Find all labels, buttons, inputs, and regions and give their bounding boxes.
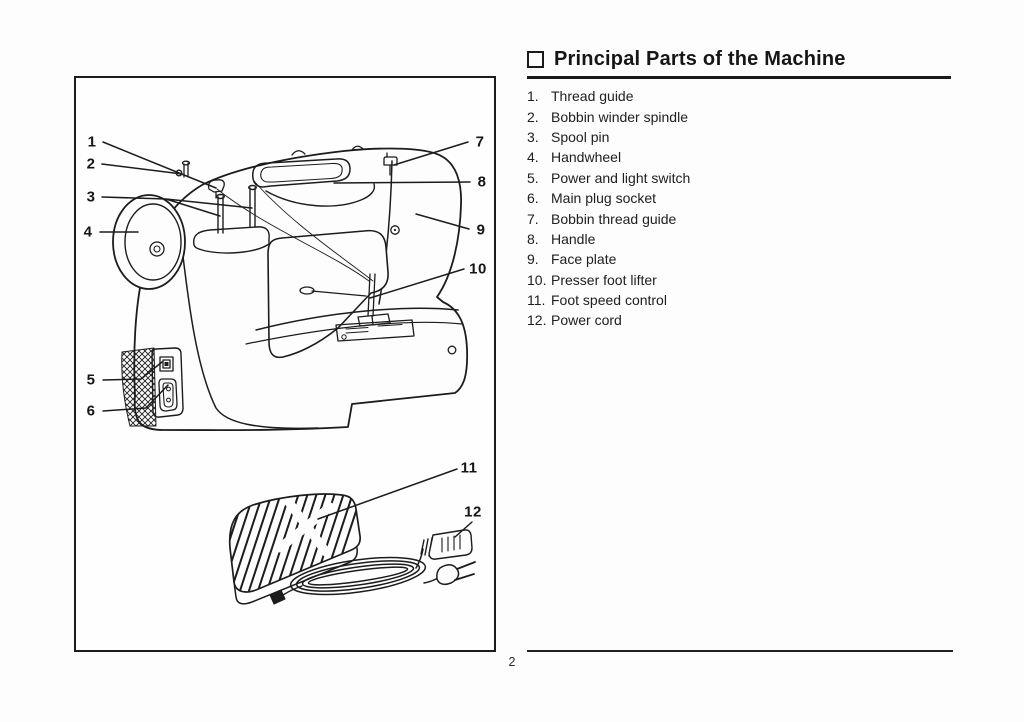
arm-opening <box>267 229 389 359</box>
list-item: 2. Bobbin winder spindle <box>527 106 827 126</box>
callout-3: 3 <box>86 188 96 206</box>
list-item: 9. Face plate <box>527 249 827 269</box>
wall-plug <box>436 561 476 586</box>
main-plug-socket <box>158 378 178 412</box>
item-label: Handle <box>551 230 596 247</box>
list-item: 5. Power and light switch <box>527 168 827 188</box>
item-label: Presser foot lifter <box>551 271 657 288</box>
list-item: 4. Handwheel <box>527 147 827 167</box>
list-item: 8. Handle <box>527 229 827 249</box>
list-item: 3. Spool pin <box>527 127 827 147</box>
item-number: 7. <box>527 210 539 227</box>
handwheel <box>112 194 186 290</box>
page-number: 2 <box>508 655 516 669</box>
item-label: Thread guide <box>551 88 634 105</box>
item-label: Power cord <box>551 312 622 329</box>
figure-box: 1 2 3 4 5 6 7 8 9 10 11 12 <box>74 76 496 652</box>
footer-rule <box>527 650 953 653</box>
callout-1: 1 <box>87 133 97 151</box>
item-label: Bobbin winder spindle <box>551 108 688 125</box>
item-number: 3. <box>527 128 539 145</box>
callout-10: 10 <box>469 260 487 278</box>
item-number: 9. <box>527 251 539 268</box>
power-cord <box>289 548 443 596</box>
item-number: 5. <box>527 169 539 186</box>
parts-list: 1. Thread guide 2. Bobbin winder spindle 3… <box>527 86 827 331</box>
item-label: Bobbin thread guide <box>551 210 677 227</box>
callout-4: 4 <box>83 223 93 241</box>
sewing-machine-illustration <box>99 141 476 605</box>
list-item: 10.Presser foot lifter <box>527 270 827 290</box>
callout-2: 2 <box>86 155 96 173</box>
item-label: Foot speed control <box>551 292 667 309</box>
machine-plug <box>420 529 473 560</box>
spool-pins <box>193 184 270 254</box>
list-item: 11. Foot speed control <box>527 290 827 310</box>
title-rule <box>527 76 951 79</box>
page-title: Principal Parts of the Machine <box>554 48 846 70</box>
item-number: 12. <box>527 312 547 329</box>
callout-12: 12 <box>464 503 482 521</box>
list-item: 12.Power cord <box>527 310 827 330</box>
item-number: 8. <box>527 230 539 247</box>
item-number: 6. <box>527 190 539 207</box>
callout-7: 7 <box>475 133 485 151</box>
list-item: 1. Thread guide <box>527 86 827 106</box>
callout-6: 6 <box>86 402 96 420</box>
item-number: 11. <box>527 292 546 309</box>
callout-5: 5 <box>86 371 96 389</box>
item-label: Spool pin <box>551 128 610 145</box>
vent-hatch <box>121 347 157 427</box>
item-label: Power and light switch <box>551 169 691 186</box>
list-item: 7. Bobbin thread guide <box>527 208 827 228</box>
callout-9: 9 <box>476 221 486 239</box>
item-label: Face plate <box>551 251 617 268</box>
callout-11: 11 <box>460 459 478 477</box>
square-outline-icon <box>527 51 544 68</box>
list-item: 6. Main plug socket <box>527 188 827 208</box>
power-light-switch <box>159 356 174 372</box>
bobbin-thread-guide <box>383 152 398 176</box>
item-label: Main plug socket <box>551 190 657 207</box>
handle <box>252 145 376 207</box>
item-number: 4. <box>527 149 539 166</box>
item-number: 10. <box>527 271 547 288</box>
item-number: 1. <box>527 88 539 105</box>
thread-guide <box>207 179 225 199</box>
callout-8: 8 <box>477 173 487 191</box>
section-header: Principal Parts of the Machine <box>527 48 846 70</box>
needle-assembly <box>299 273 415 342</box>
item-number: 2. <box>527 108 539 125</box>
item-label: Handwheel <box>551 149 622 166</box>
leader-lines <box>99 141 473 538</box>
